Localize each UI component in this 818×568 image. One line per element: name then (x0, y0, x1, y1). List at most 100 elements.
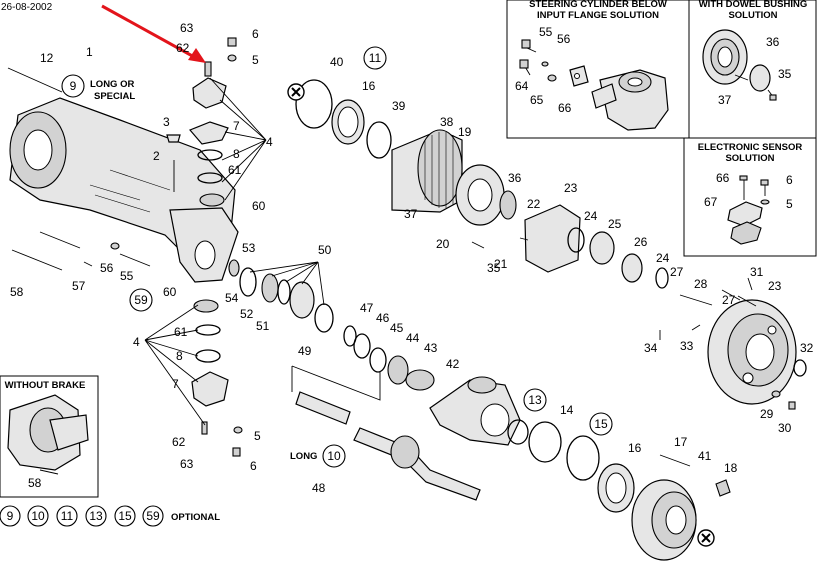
part-label-26: 26 (634, 235, 648, 249)
part-label-47: 47 (360, 301, 374, 315)
inset-dowel-title-1: WITH DOWEL BUSHING (699, 0, 808, 10)
part-label-5a: 5 (252, 53, 259, 67)
part-label-67: 67 (704, 195, 718, 209)
wheel-hub (707, 289, 807, 410)
part-label-10: 10 (327, 449, 341, 463)
part-label-4a: 4 (266, 135, 273, 149)
part-label-66b: 66 (716, 171, 730, 185)
part-label-16a: 16 (362, 79, 376, 93)
part-label-31: 31 (750, 265, 764, 279)
part-label-55a: 55 (120, 269, 134, 283)
note-special: SPECIAL (94, 91, 135, 102)
part-label-27a: 27 (670, 265, 684, 279)
part-label-36a: 36 (508, 171, 522, 185)
inset-without-brake-title: WITHOUT BRAKE (5, 380, 86, 391)
part-label-50: 50 (318, 243, 332, 257)
kingpin-lower-stack (191, 299, 243, 457)
steering-knuckle (343, 325, 529, 446)
note-long-or: LONG OR (90, 79, 134, 90)
part-label-12: 12 (40, 51, 54, 65)
part-label-61a: 61 (228, 163, 242, 177)
part-label-4b: 4 (133, 335, 140, 349)
part-label-37a: 37 (404, 207, 418, 221)
small-hardware (83, 134, 753, 340)
axle-housing (9, 97, 239, 283)
inset-sensor-title-1: ELECTRONIC SENSOR (698, 142, 803, 153)
optional-item-10: 10 (31, 509, 45, 523)
part-label-16b: 16 (628, 441, 642, 455)
inset-sensor-title-2: SOLUTION (725, 153, 774, 164)
part-label-40: 40 (330, 55, 344, 69)
part-label-44: 44 (406, 331, 420, 345)
part-label-15: 15 (594, 417, 608, 431)
part-label-43: 43 (424, 341, 438, 355)
part-label-46: 46 (376, 311, 390, 325)
optional-item-15: 15 (118, 509, 132, 523)
part-label-54: 54 (225, 291, 239, 305)
optional-legend: 9 10 11 13 15 59 OPTIONAL (0, 505, 220, 527)
brake-assembly (295, 79, 713, 306)
part-label-8a: 8 (233, 147, 240, 161)
part-label-52: 52 (240, 307, 254, 321)
inset-steering-title-2: INPUT FLANGE SOLUTION (537, 10, 659, 21)
part-label-7b: 7 (172, 377, 179, 391)
part-label-28: 28 (694, 277, 708, 291)
red-pointer-arrow (101, 4, 206, 63)
x-marker-bottom (697, 529, 715, 547)
optional-item-11: 11 (61, 509, 74, 523)
part-label-21: 21 (494, 257, 508, 271)
inset-electronic-sensor: ELECTRONIC SENSOR SOLUTION (683, 137, 817, 257)
part-label-60a: 60 (252, 199, 266, 213)
part-label-6a: 6 (252, 27, 259, 41)
part-label-18: 18 (724, 461, 738, 475)
part-label-53: 53 (242, 241, 256, 255)
part-label-9: 9 (70, 79, 77, 93)
part-label-5b: 5 (254, 429, 261, 443)
axle-shaft-assembly (291, 365, 481, 501)
part-label-39: 39 (392, 99, 406, 113)
note-long: LONG (290, 451, 317, 462)
part-label-23a: 23 (564, 181, 578, 195)
part-label-60b: 60 (163, 285, 177, 299)
part-label-1: 1 (86, 45, 93, 59)
part-label-27b: 27 (722, 293, 736, 307)
inset-steering-title-1: STEERING CYLINDER BELOW (529, 0, 667, 10)
part-label-33: 33 (680, 339, 694, 353)
part-label-34: 34 (644, 341, 658, 355)
part-label-42: 42 (446, 357, 460, 371)
optional-item-59: 59 (146, 509, 160, 523)
part-label-30: 30 (778, 421, 792, 435)
part-label-55b: 55 (539, 25, 553, 39)
part-label-65: 65 (530, 93, 544, 107)
part-label-8b: 8 (176, 349, 183, 363)
part-label-62b: 62 (172, 435, 186, 449)
seal-group-50 (239, 261, 334, 333)
date-stamp: 26-08-2002 (1, 2, 53, 13)
part-label-49: 49 (298, 344, 312, 358)
optional-item-9: 9 (7, 509, 14, 523)
optional-caption: OPTIONAL (171, 512, 220, 523)
part-label-22: 22 (527, 197, 541, 211)
part-label-3: 3 (163, 115, 170, 129)
part-label-57: 57 (72, 279, 86, 293)
inset-steering-cylinder: STEERING CYLINDER BELOW INPUT FLANGE SOL… (506, 0, 690, 139)
x-marker-top (287, 83, 305, 101)
part-label-48: 48 (312, 481, 326, 495)
part-label-59: 59 (134, 293, 148, 307)
part-label-61b: 61 (174, 325, 188, 339)
inset-without-brake: WITHOUT BRAKE (0, 375, 99, 498)
part-label-11: 11 (369, 51, 382, 65)
part-label-37b: 37 (718, 93, 732, 107)
part-label-17: 17 (674, 435, 688, 449)
part-label-56b: 56 (557, 32, 571, 46)
kingpin-upper-stack (188, 37, 237, 207)
inset-dowel-title-2: SOLUTION (728, 10, 777, 21)
part-label-41: 41 (698, 449, 712, 463)
part-label-64: 64 (515, 79, 529, 93)
part-label-6c: 6 (786, 173, 793, 187)
part-label-58b: 58 (28, 476, 42, 490)
part-label-24a: 24 (584, 209, 598, 223)
part-label-35a: 35 (487, 261, 501, 275)
part-label-20: 20 (436, 237, 450, 251)
